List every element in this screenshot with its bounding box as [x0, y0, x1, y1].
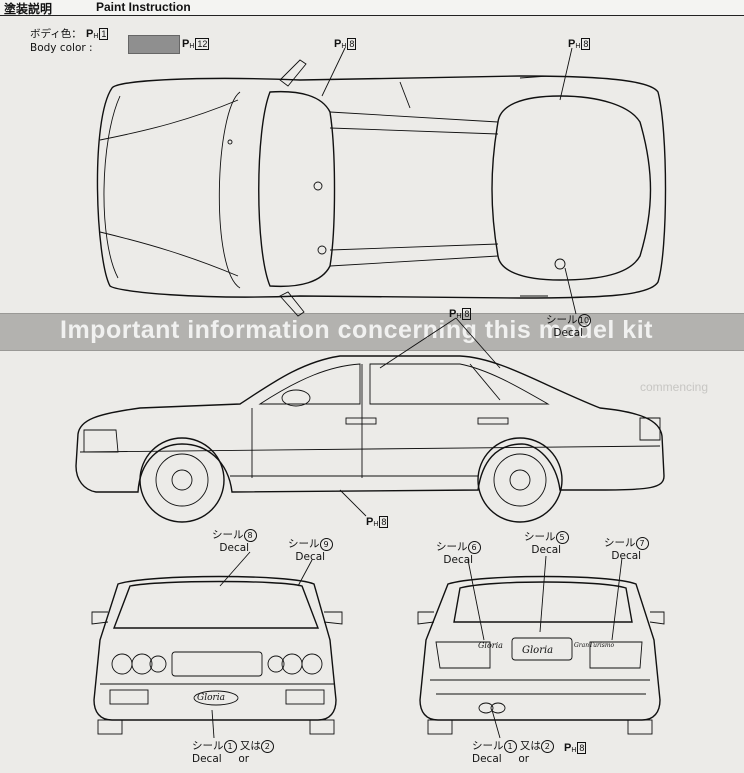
background-band-text: Important information concerning this mo… — [60, 316, 653, 344]
title-english: Paint Instruction — [96, 0, 191, 14]
front-view-car — [91, 575, 343, 735]
side-view-car — [75, 355, 665, 523]
top-view-car — [96, 59, 667, 317]
bleed-through-text: commencing — [640, 380, 709, 394]
body-color-label-en: Body color : — [30, 42, 93, 54]
badge-rear-left: Gloria — [478, 641, 503, 650]
rear-view-car — [417, 575, 665, 735]
header-bar: 塗装説明 Paint Instruction — [0, 0, 744, 16]
body-color-swatch — [128, 35, 180, 54]
background-info-band: Important information concerning this mo… — [0, 313, 744, 351]
title-japanese: 塗装説明 — [4, 2, 53, 16]
badge-rear-center: Gloria — [522, 645, 554, 656]
badge-rear-right: GranTurismo — [574, 642, 615, 649]
badge-front-grille: Gloria — [197, 693, 226, 703]
body-color-label-jp: ボディ色： — [30, 28, 82, 40]
